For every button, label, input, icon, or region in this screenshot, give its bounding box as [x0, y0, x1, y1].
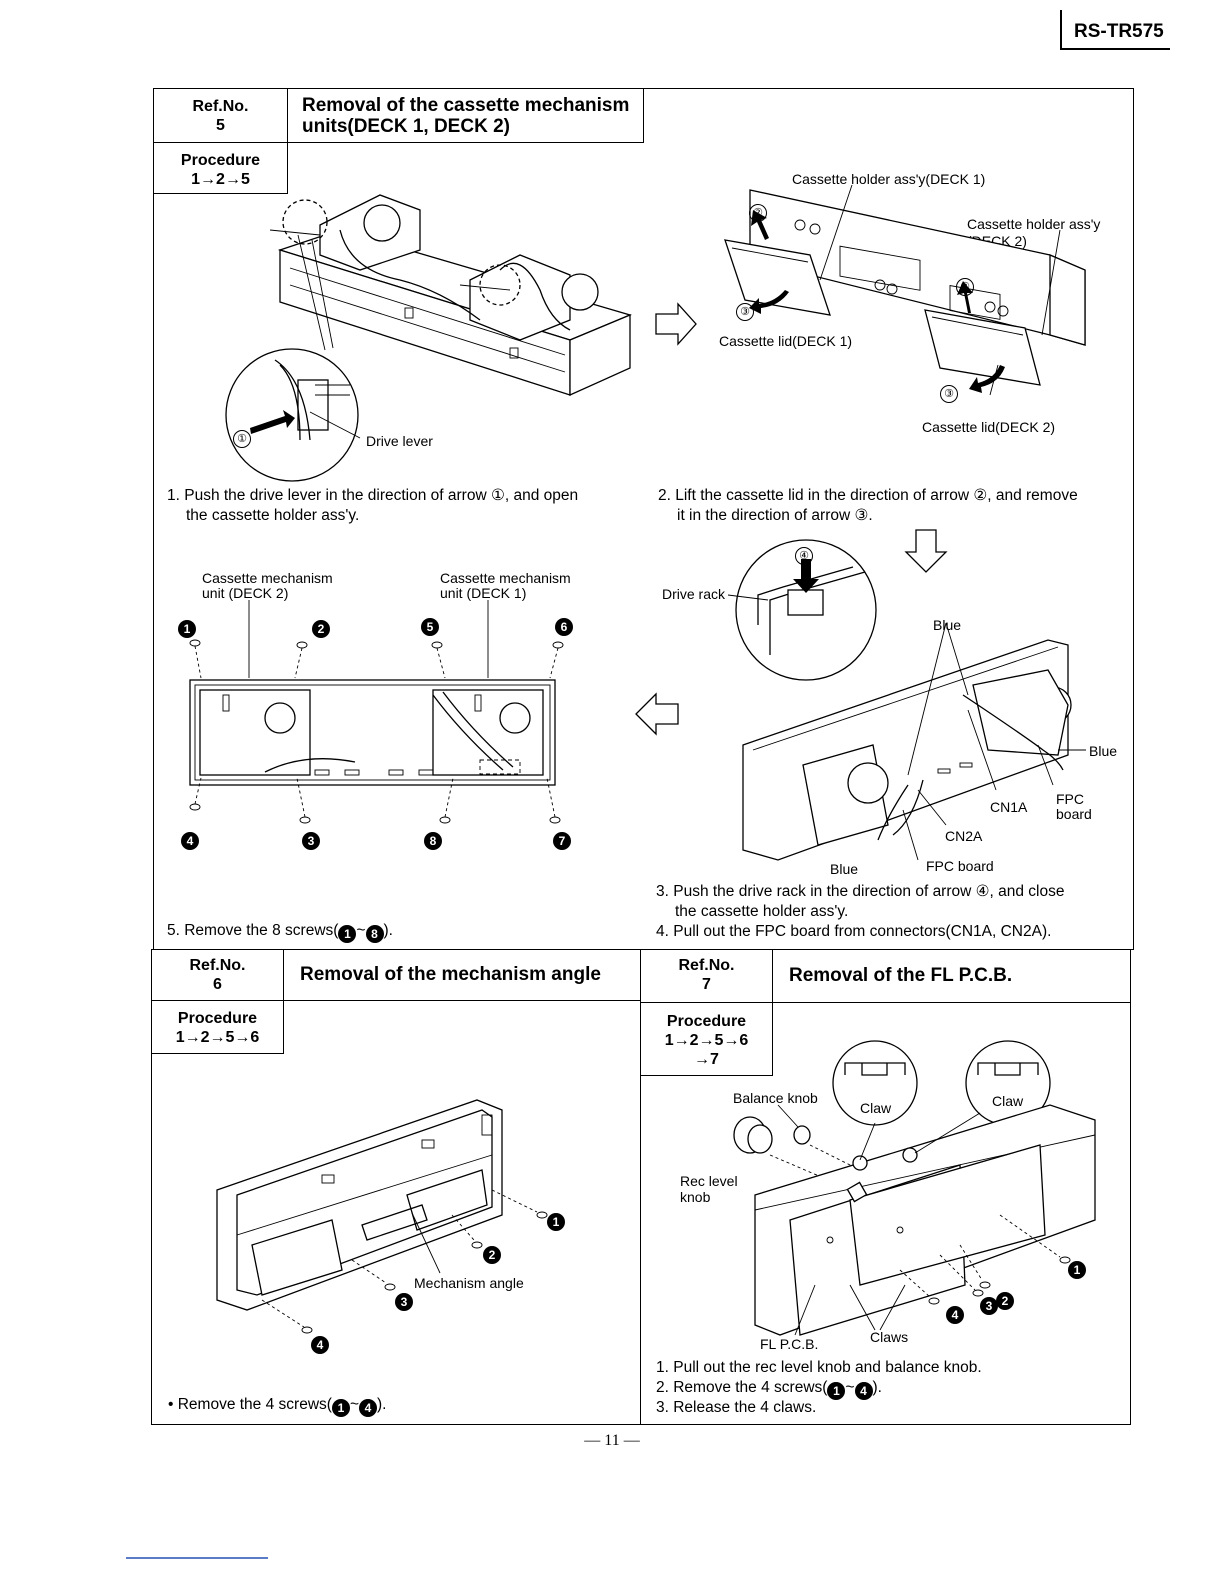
sec7-fl-pcb-drawing: [733, 1040, 1096, 1336]
fig2-lid-deck1-label: Cassette lid(DECK 1): [719, 333, 853, 349]
fig1-deck-drawing: [225, 194, 632, 482]
fig4-fpc-board-label-1: FPC: [1056, 791, 1084, 807]
fig4-blue-bottom: Blue: [830, 861, 859, 877]
fig4-blue-right: Blue: [1089, 743, 1118, 759]
sec6-mech-angle-label: Mechanism angle: [414, 1275, 524, 1291]
sec6-refno: 6: [213, 976, 222, 993]
sec6-screw-1: 1: [547, 1210, 565, 1231]
fig4-drive-rack-label: Drive rack: [662, 586, 726, 602]
fig4-fpc-board-label-2: board: [1056, 806, 1092, 822]
sec5-step1-line2: the cassette holder ass'y.: [186, 507, 360, 524]
model-number: RS-TR575: [1060, 10, 1170, 50]
sec7-refno: 7: [702, 976, 711, 993]
fig3-screw-5: 5: [421, 615, 439, 636]
sec7-screw-2: 2: [996, 1289, 1014, 1310]
sec7-refno-cell: Ref.No. 7: [640, 949, 773, 1003]
sec7-fl-pcb-label: FL P.C.B.: [760, 1336, 819, 1352]
sec5-refno-label: Ref.No.: [192, 98, 249, 115]
right-arrow-icon: [655, 302, 697, 346]
sec5-refno: 5: [216, 117, 225, 134]
bottom-underline: [126, 1557, 268, 1559]
sec7-step2: 2. Remove the 4 screws(1~4).: [656, 1379, 882, 1400]
sec7-refno-label: Ref.No.: [678, 957, 735, 974]
fig3-screw-1: 1: [178, 617, 196, 638]
fig3-mech1-label-1: Cassette mechanism: [440, 570, 571, 586]
fig2-num-2a: ②: [749, 201, 767, 222]
fig3-mech1-label-2: unit (DECK 1): [440, 585, 527, 601]
sec6-screw-4: 4: [311, 1333, 329, 1354]
sec7-screw-1: 1: [1068, 1258, 1086, 1279]
fig2-panel-drawing: [724, 184, 1086, 396]
sec6-procedure: 1→2→5→6: [175, 1029, 260, 1046]
fig4-cn1a-label: CN1A: [990, 799, 1028, 815]
fig2-num-3b: ③: [940, 382, 958, 403]
fig3-screw-7: 7: [553, 829, 571, 850]
sec7-claws-label: Claws: [870, 1329, 909, 1345]
sec7-title: Removal of the FL P.C.B.: [789, 965, 1013, 986]
sec5-procedure-label: Procedure: [180, 152, 261, 169]
sec6-title: Removal of the mechanism angle: [300, 964, 601, 985]
sec7-procedure-label: Procedure: [666, 1013, 747, 1030]
fig4-fpc-board-label: FPC board: [926, 858, 994, 874]
sec5-procedure-cell: Procedure 1→2→5: [153, 142, 288, 194]
fig3-screw-2: 2: [312, 617, 330, 638]
sec5-step2-line2: it in the direction of arrow ③.: [677, 507, 873, 524]
sec7-claw-label-1: Claw: [860, 1100, 892, 1116]
sec6-screw-3: 3: [395, 1290, 413, 1311]
sec7-claw-label-2: Claw: [992, 1093, 1024, 1109]
sec7-balance-knob-label: Balance knob: [733, 1090, 818, 1106]
fig4-blue-top: Blue: [933, 617, 962, 633]
fig2-num-3a: ③: [736, 300, 754, 321]
fig3-screw-4: 4: [181, 829, 199, 850]
sec7-screw-4: 4: [946, 1303, 964, 1324]
sec7-step1: 1. Pull out the rec level knob and balan…: [656, 1359, 982, 1376]
left-arrow-icon: [635, 692, 679, 736]
sec6-refno-label: Ref.No.: [189, 957, 246, 974]
sec6-procedure-label: Procedure: [177, 1010, 258, 1027]
down-arrow-icon: [904, 529, 948, 573]
sec5-step3-line2: the cassette holder ass'y.: [675, 903, 849, 920]
sec6-angle-drawing: [216, 1099, 548, 1334]
sec7-rec-level-label-2: knob: [680, 1189, 711, 1205]
fig4-cn2a-label: CN2A: [945, 828, 983, 844]
fig2-holder-deck1-label: Cassette holder ass'y(DECK 1): [792, 171, 986, 187]
sec6-screw-2: 2: [483, 1243, 501, 1264]
fig4-num-4: ④: [795, 544, 813, 565]
fig3-screw-8: 8: [424, 829, 442, 850]
sec5-step1-line1: 1. Push the drive lever in the direction…: [167, 487, 579, 504]
sec7-procedure-line2: →7: [694, 1051, 719, 1068]
fig2-holder-deck2-label-1: Cassette holder ass'y: [967, 216, 1101, 232]
sec5-title-line2: units(DECK 1, DECK 2): [302, 116, 510, 137]
sec5-procedure: 1→2→5: [191, 171, 250, 188]
sec5-step3-line1: 3. Push the drive rack in the direction …: [656, 883, 1065, 900]
fig2-num-2b: ②: [956, 275, 974, 296]
sec6-bullet: • Remove the 4 screws(1~4).: [168, 1396, 387, 1417]
sec7-screw-3: 3: [980, 1294, 998, 1315]
fig3-screw-3: 3: [302, 829, 320, 850]
sec5-step2-line1: 2. Lift the cassette lid in the directio…: [658, 487, 1078, 504]
sec6-title-cell: Removal of the mechanism angle: [283, 949, 641, 1001]
sec7-rec-level-label-1: Rec level: [680, 1173, 738, 1189]
fig3-mech2-label-1: Cassette mechanism: [202, 570, 333, 586]
fig3-mech2-label-2: unit (DECK 2): [202, 585, 289, 601]
fig1-drive-lever-label: Drive lever: [366, 433, 433, 449]
fig2-lid-deck2-label: Cassette lid(DECK 2): [922, 419, 1056, 435]
sec6-refno-cell: Ref.No. 6: [151, 949, 284, 1001]
sec6-procedure-cell: Procedure 1→2→5→6: [151, 1000, 284, 1054]
sec5-title-line1: Removal of the cassette mechanism: [302, 95, 630, 116]
fig4-fpc-drawing: [727, 539, 1086, 861]
sec7-title-cell: Removal of the FL P.C.B.: [772, 949, 1131, 1003]
sec7-procedure-cell: Procedure 1→2→5→6 →7: [640, 1002, 773, 1076]
fig1-arrow-number: ①: [233, 427, 251, 448]
page-number: — 11 —: [584, 1432, 640, 1449]
fig3-screw-6: 6: [555, 615, 573, 636]
sec7-step3: 3. Release the 4 claws.: [656, 1399, 817, 1416]
sec5-step4: 4. Pull out the FPC board from connector…: [656, 923, 1052, 940]
sec5-title-cell: Removal of the cassette mechanism units(…: [287, 88, 644, 143]
sec7-procedure-line1: 1→2→5→6: [664, 1032, 749, 1049]
sec5-step5: 5. Remove the 8 screws(1~8).: [167, 922, 393, 943]
fig3-mechanism-drawing: [189, 600, 564, 824]
sec5-refno-cell: Ref.No. 5: [153, 88, 288, 143]
